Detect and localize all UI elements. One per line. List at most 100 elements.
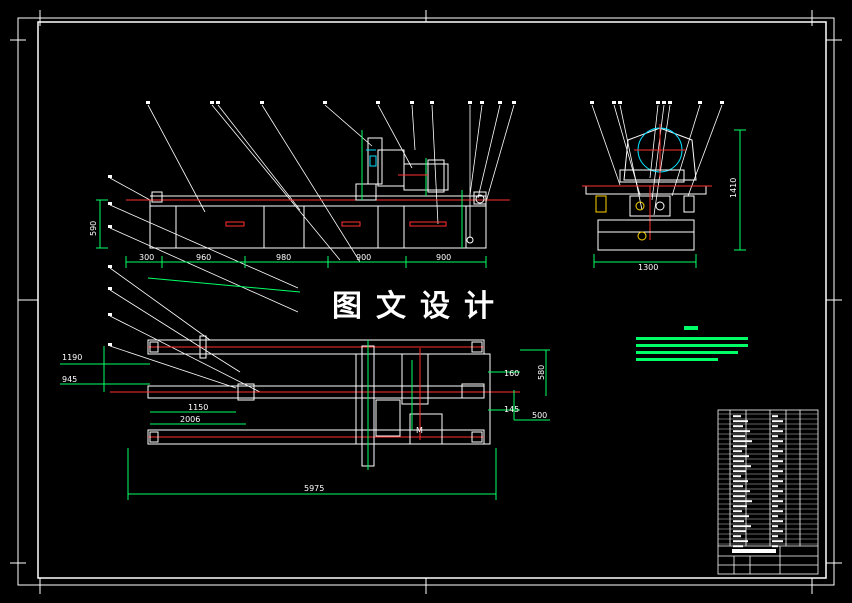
parts-row-text — [733, 500, 752, 503]
parts-row-text — [733, 490, 750, 493]
front-dim-3: 980 — [276, 253, 291, 262]
side-leaders — [591, 104, 723, 216]
front-dimensions — [96, 199, 487, 268]
front-dim-4: 900 — [356, 253, 371, 262]
front-leader-tags — [108, 101, 516, 228]
corner-marks — [10, 10, 842, 594]
parts-row-text — [733, 440, 752, 443]
parts-row-spec — [772, 425, 778, 428]
notes-line-4 — [636, 358, 718, 361]
front-dim-1: 300 — [139, 253, 154, 262]
parts-row-text — [733, 465, 751, 468]
plan-dimensions — [60, 346, 550, 500]
parts-row-spec — [772, 475, 778, 478]
parts-row-spec — [772, 535, 778, 538]
parts-row-spec — [772, 465, 778, 468]
watermark-text: 图文设计 — [332, 289, 508, 324]
front-carriage — [355, 183, 377, 201]
parts-row-spec — [772, 420, 783, 423]
parts-row-spec — [772, 525, 778, 528]
parts-row-text — [733, 445, 747, 448]
parts-row-text — [733, 525, 751, 528]
parts-row-text — [733, 425, 743, 428]
parts-row-text — [733, 495, 745, 498]
plan-view: M — [60, 265, 550, 500]
notes-line-1 — [636, 337, 748, 340]
plan-dim-inner-2: 2006 — [180, 415, 200, 424]
plan-dim-total: 5975 — [304, 484, 324, 493]
parts-row-spec — [772, 480, 783, 483]
parts-row-text — [733, 470, 746, 473]
front-dim-5: 900 — [436, 253, 451, 262]
plan-dim-right-1: 160 — [504, 369, 519, 378]
parts-row-text — [733, 430, 750, 433]
parts-row-spec — [772, 510, 783, 513]
parts-row-text — [733, 485, 743, 488]
front-dim-labels: 300 960 980 900 900 590 — [89, 221, 451, 262]
parts-row-spec — [772, 460, 783, 463]
side-leader-tags — [590, 101, 724, 104]
parts-row-spec — [772, 520, 783, 523]
parts-row-spec — [772, 485, 778, 488]
side-view — [582, 101, 746, 268]
title-block — [717, 409, 819, 575]
notes-title-bar — [684, 326, 698, 330]
parts-row-text — [733, 480, 748, 483]
front-leaders — [109, 104, 515, 313]
notes-line-2 — [636, 344, 748, 347]
parts-row-spec — [772, 435, 778, 438]
notes-line-3 — [636, 351, 738, 354]
parts-row-text — [733, 515, 749, 518]
parts-row-text — [733, 505, 747, 508]
parts-row-text — [733, 510, 742, 513]
plan-dim-right-2: 580 — [537, 365, 546, 380]
plan-dim-right-4: 500 — [532, 411, 547, 420]
parts-row-text — [733, 420, 748, 423]
parts-row-text — [733, 460, 744, 463]
parts-row-spec — [772, 540, 783, 543]
parts-row-spec — [772, 530, 783, 533]
parts-row-text — [733, 535, 741, 538]
parts-row-spec — [772, 455, 778, 458]
front-dim-vertical: 590 — [89, 221, 98, 236]
parts-row-spec — [772, 495, 778, 498]
side-table — [585, 185, 707, 195]
parts-row-text — [733, 450, 742, 453]
front-view — [96, 101, 516, 313]
front-bed-frame — [149, 199, 487, 249]
side-base — [597, 219, 695, 251]
side-dim-height: 1410 — [729, 178, 738, 198]
parts-row-spec — [772, 500, 783, 503]
notes-block — [636, 326, 748, 361]
parts-row-text — [733, 545, 743, 548]
parts-row-spec — [772, 450, 783, 453]
parts-row-text — [733, 475, 741, 478]
side-dimensions — [593, 129, 746, 268]
parts-row-text — [733, 530, 746, 533]
parts-row-text — [733, 415, 741, 418]
plan-dim-inner-1: 1150 — [188, 403, 208, 412]
parts-row-text — [733, 455, 749, 458]
parts-row-spec — [772, 445, 778, 448]
side-saw-guard — [623, 127, 697, 181]
parts-row-spec — [772, 415, 778, 418]
plan-dim-left-2: 945 — [62, 375, 77, 384]
parts-row-spec — [772, 505, 778, 508]
side-dim-labels: 1300 1410 — [638, 178, 738, 272]
parts-row-spec — [772, 545, 778, 548]
parts-row-spec — [772, 440, 783, 443]
parts-list-rows — [718, 413, 818, 548]
parts-row-text — [733, 520, 744, 523]
plan-dim-left-1: 1190 — [62, 353, 82, 362]
plan-dim-right-3: 145 — [504, 405, 519, 414]
side-dim-width: 1300 — [638, 263, 658, 272]
front-dim-2: 960 — [196, 253, 211, 262]
parts-row-text — [733, 540, 748, 543]
parts-row-spec — [772, 470, 783, 473]
plan-leader-tags — [108, 265, 112, 346]
parts-row-text — [733, 435, 745, 438]
parts-row-spec — [772, 430, 783, 433]
parts-row-spec — [772, 515, 778, 518]
svg-text:M: M — [416, 426, 423, 435]
